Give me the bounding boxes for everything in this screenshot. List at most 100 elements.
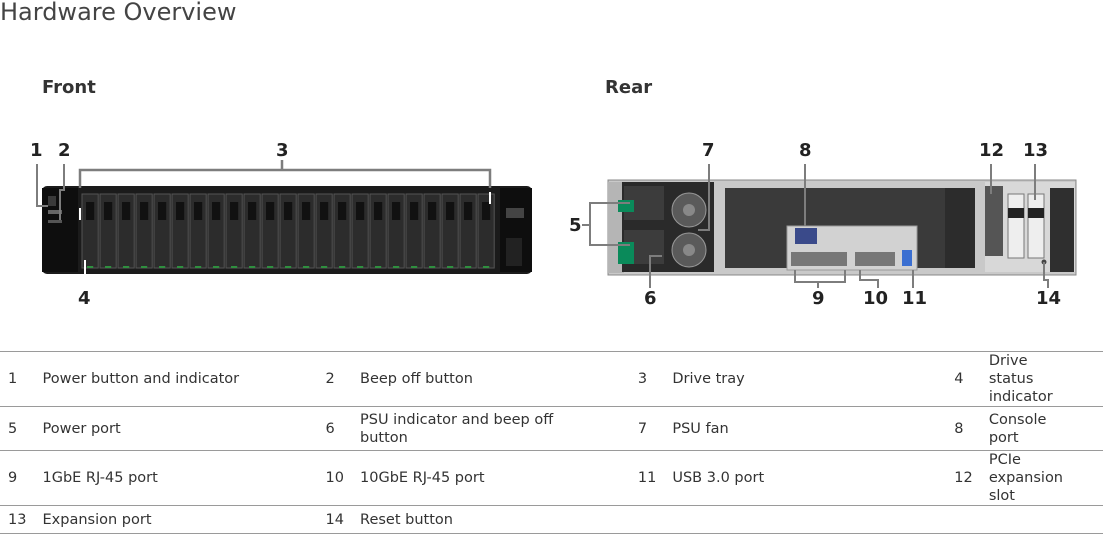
legend-num: 6 [325,420,335,437]
legend-num [946,506,989,534]
legend-row: 9 1GbE RJ-45 port 10 10GbE RJ-45 port 11… [0,450,1103,506]
drive-tray-latch [338,202,347,220]
drive-status-led [213,266,220,268]
legend-row: 5 Power port 6 PSU indicator and beep of… [0,406,1103,451]
front-heading: Front [42,77,96,98]
drive-tray-latch [230,202,239,220]
drive-status-led [447,266,454,268]
drive-status-led [303,266,310,268]
legend-label: Console port [988,411,1047,446]
rear-panel-image [607,179,1077,276]
drive-tray-latch [194,202,203,220]
drive-tray-latch [356,202,365,220]
drive-status-led [411,266,418,268]
callout-11: 11 [902,288,928,309]
drive-status-led [195,266,202,268]
drive-status-led [321,266,328,268]
legend-label: 1GbE RJ-45 port [42,470,158,486]
drive-tray-latch [284,202,293,220]
drive-tray-latch [176,202,185,220]
legend-label: Drive status indicator [988,353,1053,405]
legend-label: Drive tray [672,371,745,387]
callout-7: 7 [702,140,715,161]
callout-3: 3 [276,140,289,161]
drive-status-led [267,266,274,268]
drive-tray-latch [320,202,329,220]
drive-status-led [159,266,166,268]
callout-9: 9 [812,288,825,309]
callout-5: 5 [569,215,582,236]
callout-8: 8 [799,140,812,161]
drive-status-led [465,266,472,268]
component-legend-table: 1 Power button and indicator 2 Beep off … [0,351,1103,534]
legend-num: 9 [8,470,18,486]
drive-tray-latch [464,202,473,220]
page-title: Hardware Overview [0,0,237,26]
drive-tray-latch [482,202,491,220]
drive-status-led [105,266,112,268]
legend-label: PSU fan [672,420,729,437]
legend-num: 13 [8,511,27,528]
legend-label: 10GbE RJ-45 port [360,470,485,486]
legend-label [672,506,946,534]
front-panel-image [42,186,532,274]
drive-status-led [141,266,148,268]
drive-status-led [393,266,400,268]
legend-label: PCIe expansion slot [988,452,1063,504]
drive-tray-latch [410,202,419,220]
legend-label: Reset button [360,511,453,528]
callout-1: 1 [30,140,43,161]
drive-tray-latch [122,202,131,220]
drive-tray-latch [104,202,113,220]
legend-num: 4 [954,371,964,387]
rear-heading: Rear [605,77,653,98]
legend-num [630,506,673,534]
legend-label: Beep off button [360,371,473,387]
legend-label: Power button and indicator [42,371,240,387]
legend-label: Power port [42,420,121,437]
drive-status-led [357,266,364,268]
legend-num: 8 [954,420,964,437]
legend-row: 1 Power button and indicator 2 Beep off … [0,351,1103,407]
drive-tray-latch [248,202,257,220]
legend-num: 14 [325,511,344,528]
drive-status-led [285,266,292,268]
drive-status-led [249,266,256,268]
drive-tray-latch [86,202,95,220]
legend-num: 7 [637,420,648,437]
device-illustration [36,160,1077,288]
legend-label: Expansion port [42,511,152,528]
legend-num: 10 [325,470,344,486]
drive-status-led [231,266,238,268]
drive-status-led [483,266,490,268]
legend-label [989,506,1103,534]
drive-tray-latch [428,202,437,220]
drive-tray-latch [446,202,455,220]
drive-tray-latch [266,202,275,220]
legend-label: USB 3.0 port [672,470,765,486]
drive-tray-latch [302,202,311,220]
legend-num: 5 [8,420,18,437]
legend-num: 12 [954,470,973,486]
drive-status-led [123,266,130,268]
legend-num: 3 [637,371,648,387]
drive-tray-latch [392,202,401,220]
legend-row: 13 Expansion port 14 Reset button [0,505,1103,534]
callout-2: 2 [58,140,71,161]
drive-status-led [429,266,436,268]
callout-13: 13 [1023,140,1049,161]
drive-tray-latch [212,202,221,220]
callout-10: 10 [863,288,889,309]
drive-tray-group [81,193,495,269]
legend-num: 1 [8,371,18,387]
drive-tray-latch [140,202,149,220]
drive-status-led [87,266,94,268]
drive-status-led [375,266,382,268]
callout-6: 6 [644,288,657,309]
drive-tray-latch [158,202,167,220]
drive-tray-latch [374,202,383,220]
callout-4: 4 [78,288,91,309]
legend-label: PSU indicator and beep off button [360,411,554,446]
drive-status-led [177,266,184,268]
legend-num: 2 [325,371,335,387]
